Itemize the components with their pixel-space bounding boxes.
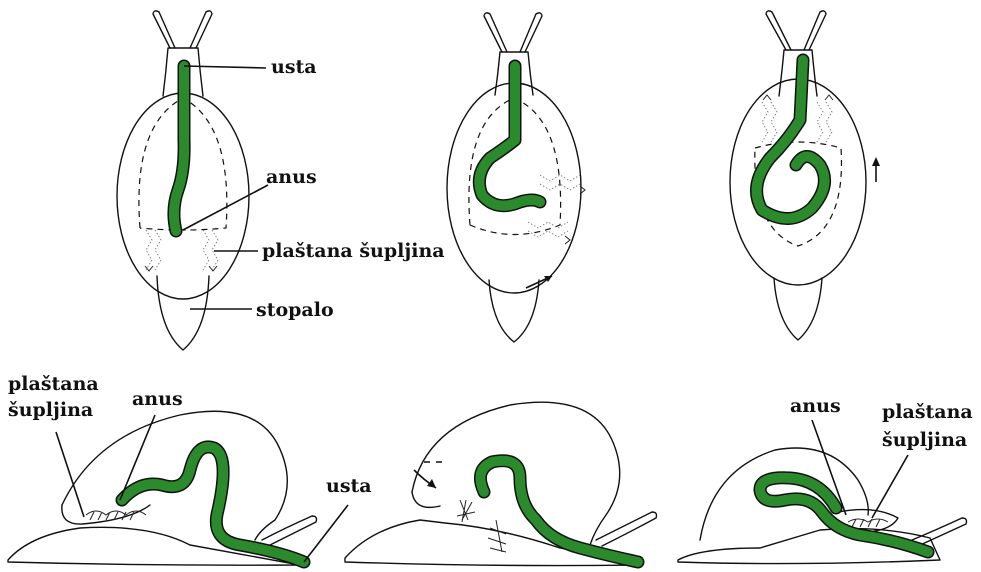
tentacle-6 bbox=[912, 518, 967, 546]
label-mantle-cavity-br-2: šupljina bbox=[882, 429, 967, 451]
rotation-arrowhead-3 bbox=[872, 157, 880, 166]
label-anus: anus bbox=[266, 166, 317, 188]
tentacles-2 bbox=[484, 13, 542, 52]
snail-top-2 bbox=[447, 13, 585, 342]
gut-outline-5 bbox=[480, 461, 638, 562]
tentacles-1 bbox=[153, 11, 212, 48]
label-usta: usta bbox=[271, 56, 317, 78]
gills-1 bbox=[146, 230, 218, 270]
foot-1 bbox=[157, 276, 209, 350]
shell-4 bbox=[62, 411, 287, 540]
label-anus-bl: anus bbox=[132, 388, 183, 410]
label-stopalo: stopalo bbox=[256, 299, 334, 321]
label-mantle-cavity-br-1: plaštana bbox=[882, 401, 973, 423]
snail-top-3 bbox=[730, 11, 880, 340]
gill-6 bbox=[848, 519, 888, 527]
label-mantle-cavity-bl-1: plaštana bbox=[8, 373, 99, 395]
tentacle-4 bbox=[262, 516, 317, 546]
snail-bottom-1 bbox=[8, 411, 317, 565]
foot-3 bbox=[774, 278, 822, 340]
tentacles-3 bbox=[766, 11, 826, 50]
gill-tips-1 bbox=[145, 266, 217, 271]
gill-tips-2 bbox=[565, 186, 585, 244]
gill-5 bbox=[457, 500, 506, 552]
label-mantle-cavity: plaštana šupljina bbox=[262, 240, 445, 262]
leader-mantle-br bbox=[872, 455, 908, 518]
leader-usta-bl bbox=[304, 505, 348, 562]
leader-anus bbox=[183, 185, 268, 230]
label-usta-bl: usta bbox=[326, 475, 372, 497]
head-lip-5 bbox=[412, 492, 440, 507]
snail-bottom-2 bbox=[345, 402, 657, 565]
gut-outline-4 bbox=[122, 447, 304, 562]
leader-usta bbox=[184, 66, 266, 68]
snail-top-1 bbox=[117, 11, 249, 350]
snail-bottom-3 bbox=[678, 448, 967, 564]
label-anus-br: anus bbox=[790, 395, 841, 417]
label-mantle-cavity-bl-2: šupljina bbox=[8, 399, 93, 421]
body-5 bbox=[345, 520, 638, 566]
